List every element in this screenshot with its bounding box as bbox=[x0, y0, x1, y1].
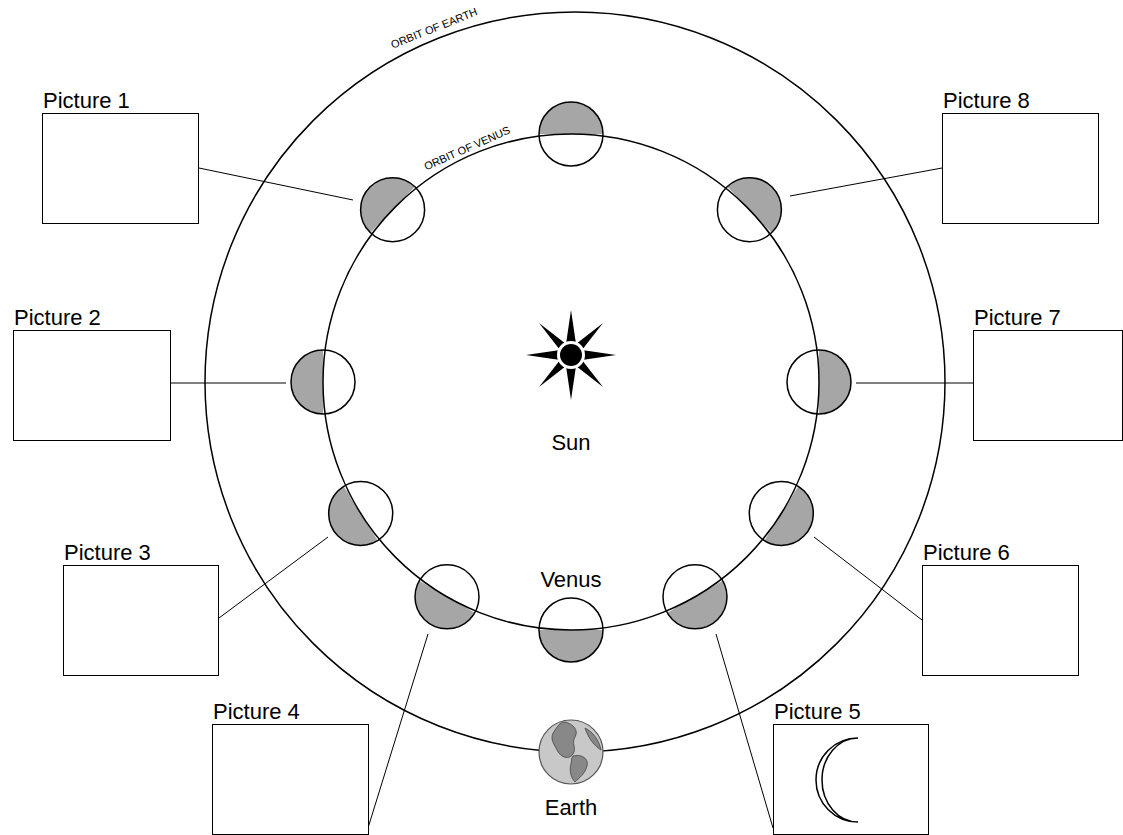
picture-heading: Picture 5 bbox=[774, 700, 861, 724]
venus-disc bbox=[347, 164, 424, 241]
leader-line bbox=[368, 634, 428, 828]
leader-line bbox=[199, 168, 353, 200]
orbit-label: ORBIT OF VENUS bbox=[422, 124, 512, 173]
venus-disc bbox=[717, 164, 794, 241]
picture-heading: Picture 8 bbox=[943, 89, 1030, 113]
picture-box: Picture 2 bbox=[13, 330, 171, 441]
earth-orbit bbox=[205, 12, 945, 752]
crescent-phase bbox=[816, 738, 858, 822]
venus-disc bbox=[317, 481, 393, 557]
leader-line bbox=[790, 168, 942, 196]
picture-box: Picture 6 bbox=[922, 565, 1079, 676]
leader-line bbox=[171, 383, 286, 384]
body-label: Sun bbox=[549, 431, 592, 455]
body-label: Earth bbox=[543, 796, 600, 820]
picture-box: Picture 1 bbox=[42, 113, 199, 224]
venus-orbit bbox=[323, 134, 819, 630]
leader-line bbox=[856, 383, 973, 384]
body-label: Venus bbox=[538, 568, 603, 592]
venus-disc bbox=[663, 565, 739, 641]
leader-line bbox=[219, 537, 328, 618]
picture-box: Picture 7 bbox=[973, 330, 1123, 441]
picture-heading: Picture 2 bbox=[14, 306, 101, 330]
leader-line bbox=[716, 634, 773, 828]
picture-heading: Picture 6 bbox=[923, 541, 1010, 565]
picture-box: Picture 3 bbox=[63, 565, 219, 676]
sun-symbol bbox=[526, 310, 616, 400]
venus-positions bbox=[291, 102, 851, 662]
earth-globe bbox=[539, 720, 603, 784]
picture-heading: Picture 7 bbox=[974, 306, 1061, 330]
venus-disc bbox=[403, 565, 479, 641]
picture-heading: Picture 1 bbox=[43, 89, 130, 113]
venus-disc bbox=[749, 481, 825, 557]
picture-heading: Picture 4 bbox=[213, 700, 300, 724]
picture-heading: Picture 3 bbox=[64, 541, 151, 565]
picture-box: Picture 5 bbox=[773, 724, 929, 835]
picture-box: Picture 8 bbox=[942, 113, 1099, 224]
leader-line bbox=[814, 537, 922, 620]
picture-box: Picture 4 bbox=[212, 724, 369, 835]
